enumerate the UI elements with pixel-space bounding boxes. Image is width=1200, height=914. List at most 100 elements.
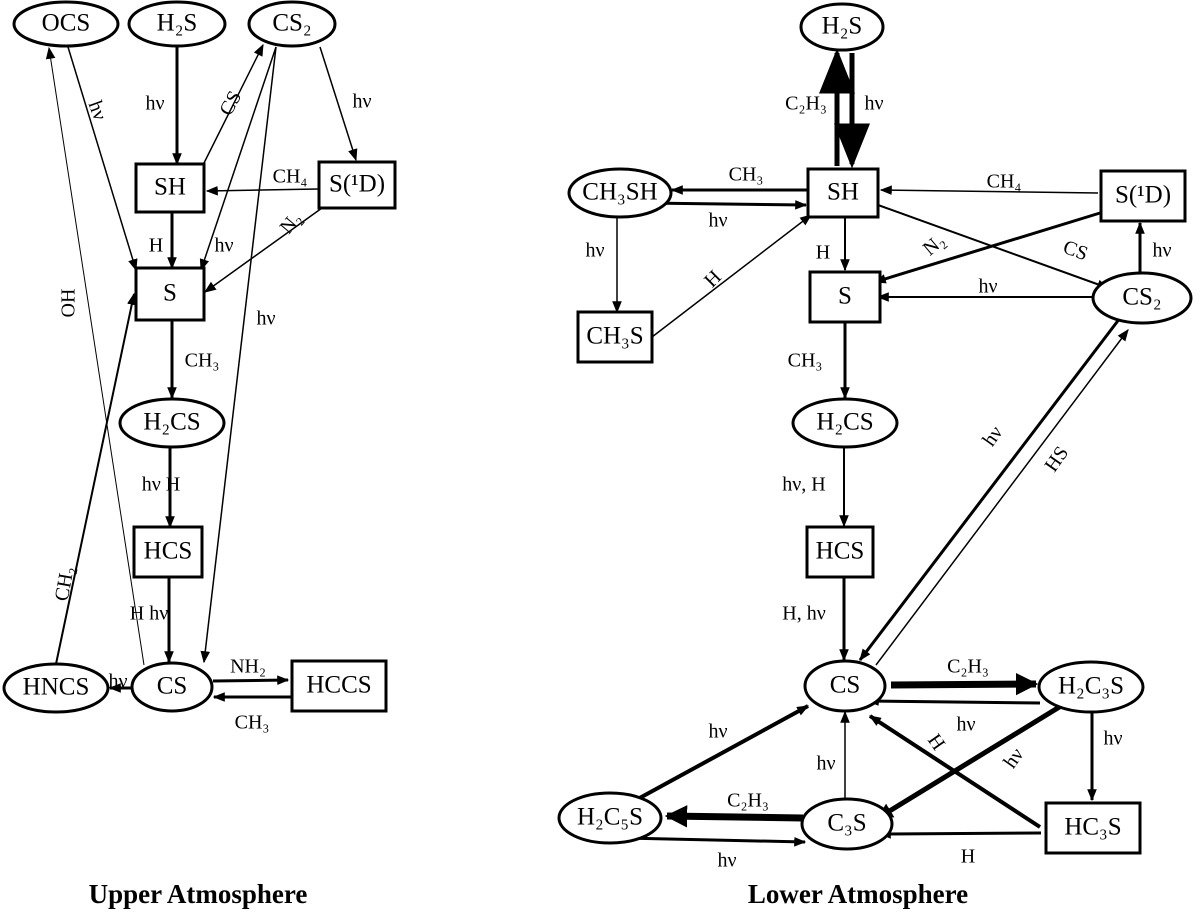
node-shape-ellipse — [799, 2, 885, 52]
node-shape-ellipse — [247, 0, 337, 48]
node-label: CS₂ — [272, 10, 311, 37]
node-shape-ellipse — [800, 797, 894, 851]
edge-label-lower-h2c5s-to-c3s: hν — [717, 850, 736, 872]
node-label: HCS — [816, 538, 865, 565]
edge-label-lower-cs2-to-cs: hν — [978, 422, 1007, 450]
node-label: CH₃SH — [582, 179, 657, 206]
node-shape-ellipse — [2, 662, 110, 714]
edge-lower-hc3s-to-c3s — [878, 829, 1042, 839]
node-upper-hncs: HNCS — [2, 662, 110, 714]
node-shape-ellipse — [1037, 660, 1145, 714]
node-label: C₃S — [827, 810, 866, 837]
node-upper-cs2: CS₂ — [247, 0, 337, 48]
edge-upper-hncs-to-s — [55, 292, 137, 665]
edge-label-lower-h2c3s-to-c3s: hν — [999, 744, 1028, 772]
node-lower-h2cs: H₂CS — [791, 397, 899, 449]
node-upper-s: S — [134, 266, 206, 322]
node-label: H₂C₃S — [1058, 673, 1124, 700]
node-label: CS — [157, 673, 188, 700]
node-shape-ellipse — [567, 167, 673, 219]
edge-label-upper-h2s-to-sh: hν — [145, 93, 164, 115]
node-lower-ch3sh: CH₃SH — [567, 167, 673, 219]
node-label: H₂CS — [816, 409, 873, 436]
edge-label-lower-s1d-to-s: N₂ — [919, 230, 950, 261]
node-shape-rect — [134, 162, 206, 214]
node-shape-rect — [1099, 169, 1187, 223]
node-shape-rect — [290, 659, 388, 713]
edge-label-lower-h2c3s-to-hc3s: hν — [1103, 728, 1122, 750]
edge-label-lower-h2c3s-to-cs: hν — [956, 714, 975, 736]
node-shape-ellipse — [12, 0, 120, 48]
edge-upper-s1d-to-sh — [205, 186, 319, 196]
edge-label-lower-sh-to-cs2: CS — [1060, 236, 1091, 265]
node-lower-hc3s: HC₃S — [1044, 801, 1142, 855]
node-label: S — [838, 283, 852, 310]
edge-lower-h2c3s-to-cs — [866, 696, 1041, 706]
edge-label-lower-ch3sh-to-sh: hν — [708, 210, 727, 232]
edge-label-lower-ch3sh-to-ch3s: hν — [585, 240, 604, 262]
node-upper-hccs: HCCS — [290, 659, 388, 713]
edge-label-upper-hccs-to-cs: CH₃ — [235, 712, 270, 734]
edge-label-upper-s1d-to-sh: CH₄ — [273, 166, 308, 188]
edge-label-upper-cs-to-hncs: NH₂ — [230, 656, 266, 678]
edge-label-upper-cs-to-hccs: CH₂ — [51, 565, 79, 603]
node-shape-rect — [805, 525, 875, 579]
edge-upper-ocs-to-s — [67, 46, 138, 272]
edge-label-lower-hc3s-to-c3s: H — [961, 846, 975, 868]
node-label: CH₃S — [586, 323, 643, 350]
edge-lower-ch3s-to-sh — [651, 214, 812, 338]
edge-label-lower-h2s-to-sh: hν — [864, 93, 883, 115]
edge-label-lower-ch3s-to-sh: H — [700, 266, 726, 292]
node-lower-ch3s: CH₃S — [576, 310, 654, 364]
edge-lower-ch3sh-to-sh — [644, 200, 808, 210]
node-lower-cs: CS — [803, 659, 887, 713]
edge-lower-s1d-to-sh — [879, 185, 1099, 195]
edge-lower-h2c3s-to-c3s — [876, 703, 1063, 821]
node-shape-rect — [317, 160, 397, 210]
node-shape-rect — [134, 266, 206, 322]
edge-lower-cs-to-h2c3s — [890, 672, 1039, 696]
node-label: SH — [827, 179, 859, 206]
node-shape-rect — [576, 310, 654, 364]
edge-label-lower-sh-to-h2s: C₂H₃ — [785, 93, 827, 115]
node-label: S — [163, 280, 177, 307]
edge-lower-hc3s-to-cs — [868, 714, 1042, 829]
node-upper-ocs: OCS — [12, 0, 120, 48]
edge-lower-cs2-to-cs — [858, 317, 1122, 661]
edge-label-upper-cs2-to-cs: hν — [256, 308, 275, 330]
node-label: H₂CS — [143, 409, 200, 436]
edge-label-lower-cs2-to-s1d: hν — [1152, 240, 1171, 262]
edge-label-lower-c3s-to-h2c5s: C₂H₃ — [727, 790, 769, 812]
edge-upper-cs-to-hccs — [212, 675, 290, 685]
edge-lower-h2c5s-to-cs — [635, 704, 810, 802]
edge-label-lower-hcs-to-cs: H, hν — [782, 603, 826, 625]
node-lower-h2s: H₂S — [799, 2, 885, 52]
edge-label-upper-ocs-to-s: hν — [84, 98, 111, 123]
node-upper-h2s: H₂S — [127, 0, 227, 48]
edge-upper-cs2-to-s1d — [319, 46, 358, 162]
node-label: OCS — [42, 10, 91, 37]
edge-upper-cs2-to-s — [199, 46, 277, 272]
node-label: HCS — [144, 538, 193, 565]
node-upper-cs: CS — [130, 661, 214, 713]
node-shape-ellipse — [803, 659, 887, 713]
edge-label-lower-c3s-to-cs: hν — [816, 753, 835, 775]
edge-lower-h2c5s-to-c3s — [621, 836, 807, 847]
node-shape-rect — [806, 167, 880, 219]
node-label: SH — [154, 174, 186, 201]
node-lower-c3s: C₃S — [800, 797, 894, 851]
node-shape-rect — [808, 270, 882, 324]
edge-label-upper-hncs-to-s: hν — [108, 671, 127, 693]
node-lower-hcs: HCS — [805, 525, 875, 579]
node-label: S(¹D) — [329, 171, 385, 198]
node-lower-s1d: S(¹D) — [1099, 169, 1187, 223]
edge-label-lower-sh-to-s: H — [816, 242, 830, 264]
node-label: HC₃S — [1064, 814, 1121, 841]
node-upper-sh: SH — [134, 162, 206, 214]
edge-label-lower-cs-to-cs2: HS — [1041, 442, 1074, 476]
edge-label-lower-h2c5s-to-cs: hν — [708, 721, 727, 743]
edge-label-upper-cs2-to-s1d: hν — [352, 91, 371, 113]
node-shape-rect — [132, 525, 204, 579]
node-shape-ellipse — [127, 0, 227, 48]
